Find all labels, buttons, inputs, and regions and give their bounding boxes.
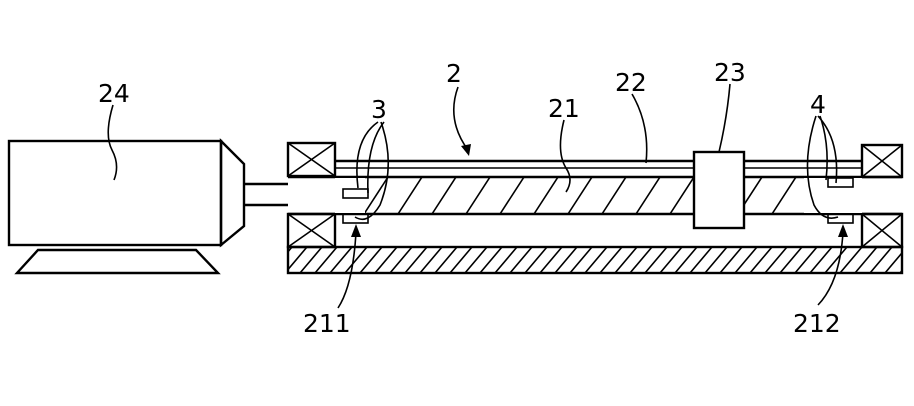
screw-hatch-line [533, 178, 559, 214]
screw-hatch-line [431, 178, 457, 214]
label-screw-assembly: 2 [446, 59, 462, 88]
label-right-group: 4 [810, 90, 826, 119]
base-hatch-line [749, 247, 773, 273]
leader-22 [631, 93, 648, 164]
label-left-end: 211 [303, 309, 351, 338]
base-hatch-line [404, 247, 428, 273]
base-hatch-line [539, 247, 563, 273]
screw-hatch-line [601, 178, 627, 214]
base-hatch-line [314, 247, 338, 273]
base-hatch-line [288, 247, 308, 271]
base-hatch-line [854, 247, 878, 273]
base-hatch-line [674, 247, 698, 273]
label-left-group: 3 [371, 95, 387, 124]
base-hatch-line [464, 247, 488, 273]
base-hatch-line [869, 247, 893, 273]
base-hatch-line [839, 247, 863, 273]
leader-3c [367, 121, 385, 194]
base-hatch-line [719, 247, 743, 273]
base-hatch-line [554, 247, 578, 273]
base-hatch-line [599, 247, 623, 273]
base-hatch-line [704, 247, 728, 273]
label-right-end: 212 [793, 309, 841, 338]
base-hatch-line [794, 247, 818, 273]
leader-21 [559, 119, 571, 193]
leader-211 [337, 231, 357, 309]
leader-3a [356, 121, 379, 189]
base-hatch-line [479, 247, 503, 273]
leader-24 [107, 104, 118, 181]
left-journal [335, 178, 369, 224]
drive-shaft [244, 182, 288, 207]
leader-4b [806, 115, 839, 219]
screw-hatch-line [635, 178, 661, 214]
label-motor: 24 [98, 79, 130, 108]
base-hatch-line [524, 247, 548, 273]
base-hatch-line [494, 247, 518, 273]
base-hatch-line [419, 247, 443, 273]
base-hatch-line [329, 247, 353, 273]
base-hatch-line [449, 247, 473, 273]
base-hatch-line [764, 247, 788, 273]
left-bottom-bearing [286, 212, 337, 249]
right-journal [804, 177, 862, 224]
label-guide-rail: 22 [615, 68, 647, 97]
screw-hatch-line [771, 178, 797, 214]
base-hatch-line [779, 247, 803, 273]
guide-rail [335, 159, 862, 169]
base-hatch-line [584, 247, 608, 273]
base-hatch-line [629, 247, 653, 273]
base-hatch-line [569, 247, 593, 273]
label-slider: 23 [714, 58, 746, 87]
screw-hatch-line [397, 178, 423, 214]
motor [7, 138, 246, 275]
screw-hatch-line [744, 178, 763, 207]
base-hatch-line [509, 247, 533, 273]
base-hatch-line [689, 247, 713, 273]
leader-3b [354, 121, 390, 221]
base-hatch-line [809, 247, 833, 273]
screw-hatch-line [363, 178, 389, 214]
leader-23 [718, 83, 731, 153]
leader-212 [817, 231, 844, 306]
base-hatch-line [359, 247, 383, 273]
base-hatch-line [374, 247, 398, 273]
base-hatch-line [344, 247, 368, 273]
base-hatch-line [659, 247, 683, 273]
base-hatch-line [734, 247, 758, 273]
leader-2 [452, 86, 469, 151]
base-hatch-line [884, 251, 902, 273]
screw-hatch-line [465, 178, 491, 214]
slider-block [692, 150, 746, 230]
base-hatch-line [389, 247, 413, 273]
label-screw-rod: 21 [548, 94, 580, 123]
base-hatch-line [434, 247, 458, 273]
screw-hatch-line [499, 178, 525, 214]
arrowhead-212 [838, 224, 848, 237]
screw-hatch-line [567, 178, 593, 214]
base-hatch-line [644, 247, 668, 273]
right-top-bearing [860, 143, 904, 179]
base-hatch-line [288, 247, 293, 253]
base-hatch-line [824, 247, 848, 273]
base-hatch-line [299, 247, 323, 273]
base-plate [286, 245, 904, 275]
left-top-bearing [286, 141, 337, 178]
arrowhead-211 [351, 224, 361, 237]
arrowhead-2 [461, 144, 471, 156]
right-bottom-bearing [860, 212, 904, 249]
base-hatch-line [614, 247, 638, 273]
screw-hatch-line [669, 178, 694, 214]
leader-4c [819, 115, 828, 181]
